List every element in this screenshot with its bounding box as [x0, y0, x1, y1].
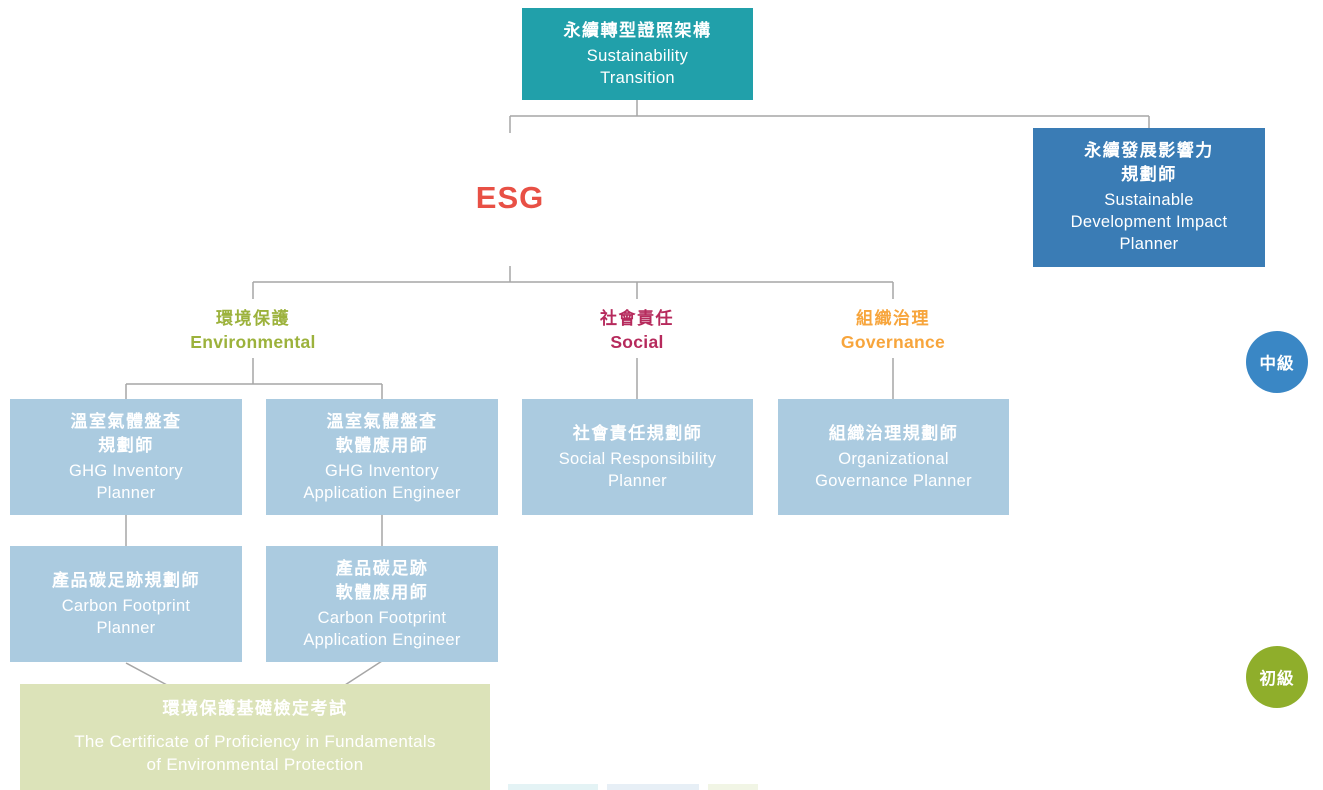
card-carbon-footprint-application-engineer: 產品碳足跡 軟體應用師 Carbon Footprint Application… — [266, 546, 498, 662]
branch-governance-zh: 組織治理 — [856, 309, 930, 328]
level-badge-intermediate-label: 中級 — [1259, 355, 1295, 373]
cutoff-strip-blue — [607, 784, 699, 790]
foundation-exam-en-title: The Certificate of Proficiency in Fundam… — [74, 731, 436, 774]
branch-label-environmental: 環境保護 Environmental — [153, 308, 353, 355]
card-zh-title: 溫室氣體盤查 規劃師 — [70, 411, 182, 455]
root-card: 永續轉型證照架構 Sustainability Transition — [522, 8, 753, 100]
card-en-title: Social Responsibility Planner — [558, 449, 717, 490]
esg-heading: ESG — [475, 180, 545, 215]
foundation-exam-card: 環境保護基礎檢定考試 The Certificate of Proficienc… — [20, 684, 490, 790]
connector-paths — [125, 100, 1150, 686]
card-zh-title: 產品碳足跡 軟體應用師 — [335, 558, 429, 602]
root-card-zh-title: 永續轉型證照架構 — [563, 20, 712, 40]
card-ghg-inventory-planner: 溫室氣體盤查 規劃師 GHG Inventory Planner — [10, 399, 242, 515]
branch-environmental-zh: 環境保護 — [216, 309, 290, 328]
root-card-en-title: Sustainability Transition — [586, 46, 689, 87]
card-en-title: Carbon Footprint Application Engineer — [303, 608, 461, 649]
level-badge-intermediate: 中級 — [1246, 331, 1308, 393]
level-badge-beginner-label: 初級 — [1259, 670, 1295, 688]
branch-environmental-en: Environmental — [190, 331, 316, 352]
branch-label-social: 社會責任 Social — [537, 308, 737, 355]
foundation-exam-zh-title: 環境保護基礎檢定考試 — [162, 699, 348, 719]
branch-label-governance: 組織治理 Governance — [793, 308, 993, 355]
card-en-title: GHG Inventory Planner — [69, 461, 183, 502]
card-zh-title: 產品碳足跡規劃師 — [52, 570, 200, 590]
card-zh-title: 社會責任規劃師 — [572, 423, 703, 443]
card-organizational-governance-planner: 組織治理規劃師 Organizational Governance Planne… — [778, 399, 1009, 515]
impact-planner-card: 永續發展影響力 規劃師 Sustainable Development Impa… — [1033, 128, 1265, 267]
card-social-responsibility-planner: 社會責任規劃師 Social Responsibility Planner — [522, 399, 753, 515]
card-en-title: Carbon Footprint Planner — [61, 596, 191, 637]
level-badge-beginner: 初級 — [1246, 646, 1308, 708]
branch-social-zh: 社會責任 — [600, 309, 674, 328]
card-zh-title: 溫室氣體盤查 軟體應用師 — [326, 411, 438, 455]
impact-planner-en-title: Sustainable Development Impact Planner — [1070, 190, 1228, 254]
card-zh-title: 組織治理規劃師 — [828, 423, 959, 443]
branch-governance-en: Governance — [840, 331, 946, 352]
card-carbon-footprint-planner: 產品碳足跡規劃師 Carbon Footprint Planner — [10, 546, 242, 662]
card-en-title: GHG Inventory Application Engineer — [303, 461, 461, 502]
impact-planner-zh-title: 永續發展影響力 規劃師 — [1084, 141, 1214, 185]
branch-social-en: Social — [610, 331, 664, 352]
cutoff-strip-green — [708, 784, 758, 790]
card-ghg-inventory-application-engineer: 溫室氣體盤查 軟體應用師 GHG Inventory Application E… — [266, 399, 498, 515]
cutoff-strip-teal — [508, 784, 598, 790]
card-en-title: Organizational Governance Planner — [815, 449, 972, 490]
